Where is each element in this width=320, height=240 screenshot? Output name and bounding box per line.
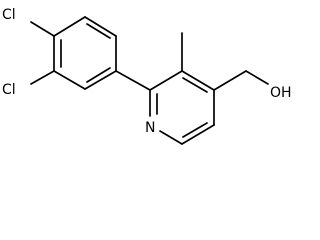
bond-cl-bottom (30, 70, 55, 85)
bond-phenyl-inner-1 (86, 23, 111, 39)
bond-pyridine-inner-1 (182, 77, 208, 93)
bond-pyridine-inner-2 (182, 122, 208, 138)
chemical-structure: Cl Cl N OH (2, 7, 292, 145)
bond-phenyl-inner-3 (86, 67, 111, 83)
bond-pyridine-2 (181, 70, 215, 91)
bond-biaryl (115, 70, 151, 91)
bond-phenyl-6 (84, 16, 117, 37)
pyridine-ring (149, 70, 215, 145)
bond-phenyl-4 (84, 70, 117, 90)
bond-phenyl-3 (53, 70, 86, 90)
bond-pyridine-1 (149, 70, 183, 91)
atom-label-cl-top: Cl (2, 7, 16, 23)
bond-ch2 (213, 70, 247, 91)
bond-pyridine-5 (159, 130, 183, 145)
bond-cl-top (30, 21, 55, 37)
atom-label-hydroxyl: OH (270, 85, 292, 101)
bond-pyridine-4 (181, 124, 215, 145)
bond-phenyl-1 (53, 16, 86, 37)
atom-label-nitrogen: N (145, 120, 155, 136)
dichlorophenyl-ring (53, 16, 117, 90)
bond-c-o (245, 70, 269, 85)
atom-label-cl-bottom: Cl (2, 82, 16, 98)
